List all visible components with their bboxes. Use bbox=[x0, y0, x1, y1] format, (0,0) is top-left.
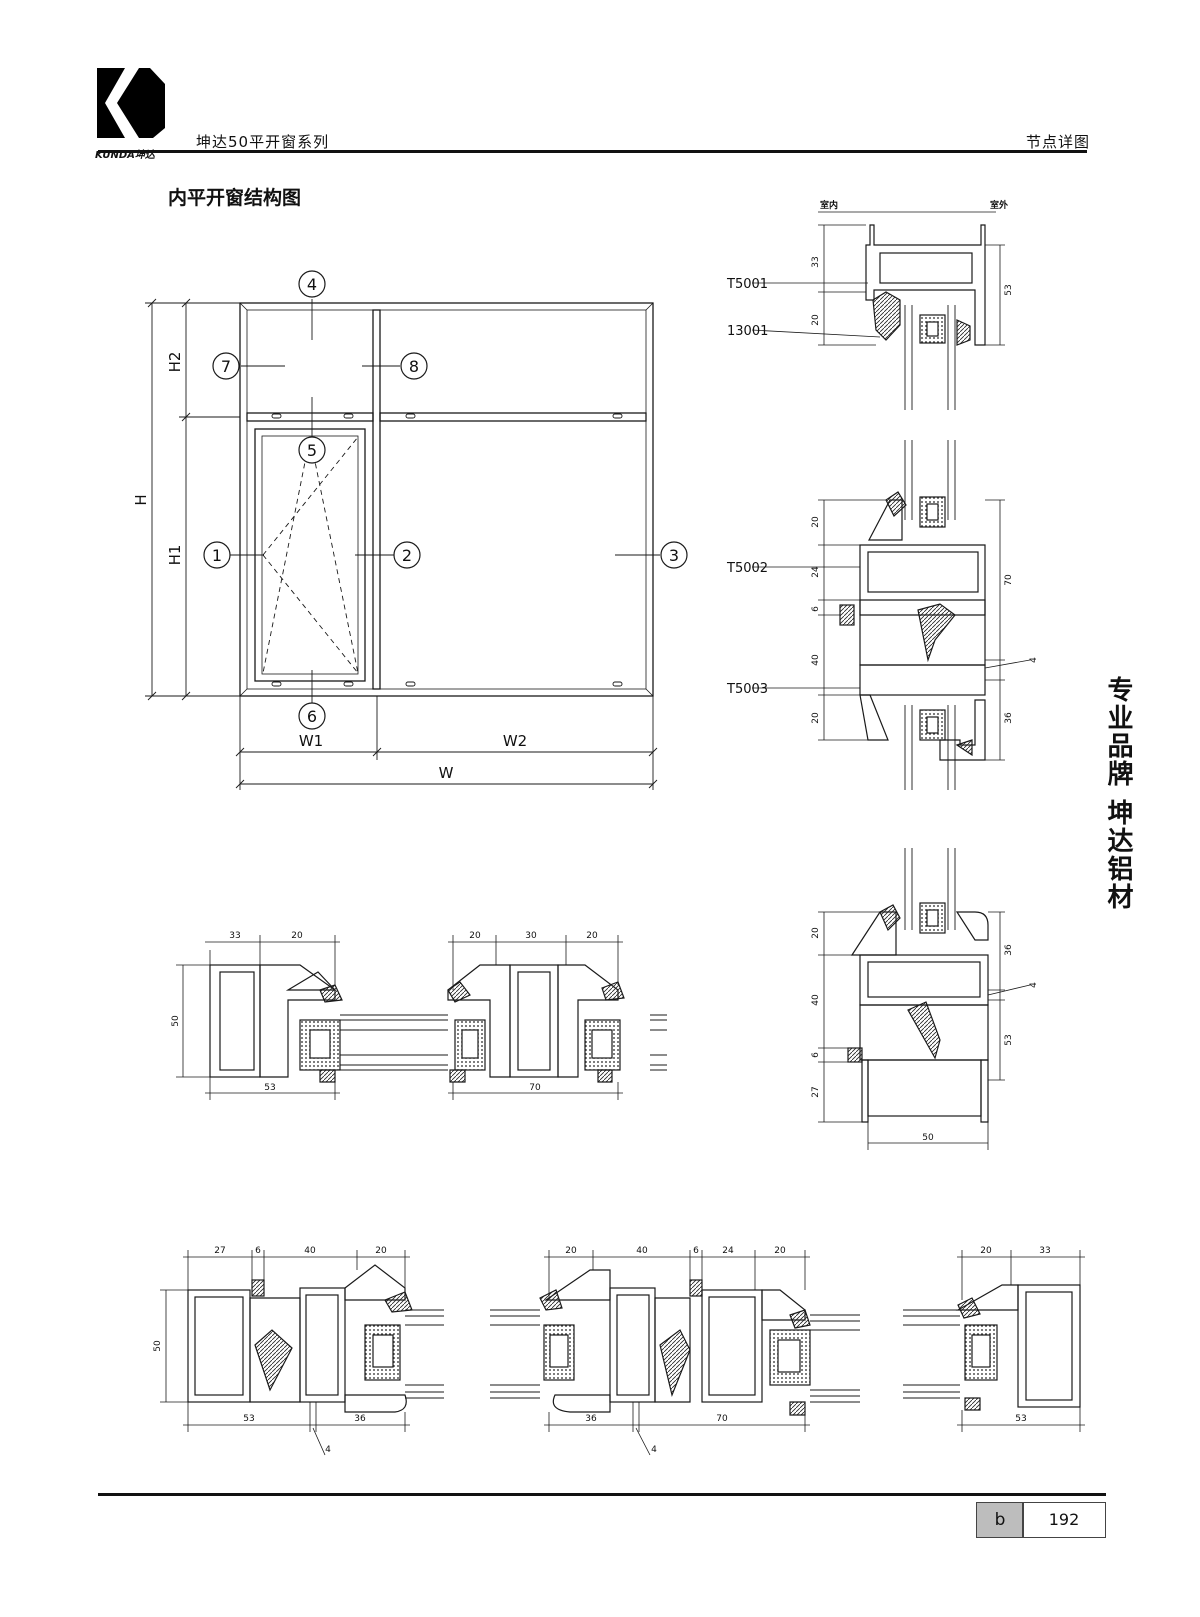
dim-W1: W1 bbox=[299, 732, 323, 750]
callout-label-4: 4 bbox=[307, 275, 317, 294]
dim-bm-24: 24 bbox=[722, 1246, 734, 1256]
dim-bm-40: 40 bbox=[636, 1246, 648, 1256]
dim-mid-6: 6 bbox=[811, 606, 821, 612]
dim-mid-20: 20 bbox=[811, 516, 821, 528]
dim-hl-20: 20 bbox=[291, 931, 303, 941]
dim-bl-53: 53 bbox=[243, 1414, 254, 1424]
dim-hr-20b: 20 bbox=[586, 931, 598, 941]
brand-name: KUNDA坤达 bbox=[95, 150, 155, 161]
dim-bm-20b: 20 bbox=[774, 1246, 786, 1256]
brand-logo: KUNDA坤达 bbox=[95, 66, 167, 161]
dim-bl-20: 20 bbox=[375, 1246, 387, 1256]
callout-label-5: 5 bbox=[307, 441, 317, 460]
opening-indicator bbox=[262, 436, 359, 674]
dim-bl-6: 6 bbox=[255, 1246, 261, 1256]
bottom-section-right bbox=[903, 1250, 1085, 1432]
callout-5 bbox=[298, 436, 326, 464]
page-letter: b bbox=[976, 1502, 1024, 1538]
footer-rule bbox=[98, 1493, 1106, 1496]
dim-hl-33: 33 bbox=[229, 931, 240, 941]
opening-sash bbox=[254, 428, 366, 682]
dim-bl-40: 40 bbox=[304, 1246, 316, 1256]
dim-top-33: 33 bbox=[811, 256, 821, 267]
horizontal-section-left bbox=[176, 935, 398, 1100]
dim-mid-36: 36 bbox=[1004, 712, 1014, 724]
brand-slogan: 专业品牌 坤达铝材 bbox=[1103, 676, 1133, 912]
dim-low-6: 6 bbox=[811, 1052, 821, 1058]
dim-hl-53: 53 bbox=[264, 1083, 275, 1093]
code-t5002: T5002 bbox=[726, 561, 768, 576]
logo-mark bbox=[97, 68, 165, 138]
callout-6 bbox=[298, 702, 326, 730]
dim-bl-50: 50 bbox=[153, 1340, 163, 1352]
dim-bm-70: 70 bbox=[716, 1414, 728, 1424]
callout-label-2: 2 bbox=[402, 546, 412, 565]
page-number: 192 bbox=[1022, 1502, 1106, 1538]
callout-label-8: 8 bbox=[409, 357, 419, 376]
callout-label-3: 3 bbox=[669, 546, 679, 565]
dim-bm-36: 36 bbox=[585, 1414, 597, 1424]
mullion bbox=[372, 309, 381, 690]
vertical-section bbox=[751, 211, 1031, 1150]
dim-bl-4: 4 bbox=[325, 1445, 331, 1455]
dim-H2: H2 bbox=[166, 352, 184, 373]
dim-mid-20b: 20 bbox=[811, 712, 821, 724]
dim-mid-70: 70 bbox=[1004, 574, 1014, 586]
label-interior: 室内 bbox=[820, 199, 838, 211]
callout-label-7: 7 bbox=[221, 357, 231, 376]
callout-label-1: 1 bbox=[212, 546, 222, 565]
bottom-section-left bbox=[160, 1250, 444, 1456]
dim-bm-20a: 20 bbox=[565, 1246, 577, 1256]
transom bbox=[246, 412, 374, 422]
code-t5003: T5003 bbox=[726, 682, 768, 697]
header-rule bbox=[98, 150, 1087, 153]
dim-W: W bbox=[439, 764, 454, 782]
callout-label-6: 6 bbox=[307, 707, 317, 726]
dim-low-36: 36 bbox=[1004, 944, 1014, 956]
dim-bm-6: 6 bbox=[693, 1246, 699, 1256]
dim-br-33: 33 bbox=[1039, 1246, 1050, 1256]
dim-top-20: 20 bbox=[811, 314, 821, 326]
code-13001: 13001 bbox=[727, 324, 768, 339]
dim-mid-40: 40 bbox=[811, 654, 821, 666]
horizontal-section-right bbox=[396, 935, 667, 1100]
dim-W2: W2 bbox=[503, 732, 527, 750]
dim-low-20: 20 bbox=[811, 927, 821, 939]
callout-2 bbox=[393, 541, 421, 569]
dim-low-53: 53 bbox=[1004, 1034, 1014, 1045]
dim-low-40: 40 bbox=[811, 994, 821, 1006]
dim-bm-4: 4 bbox=[651, 1445, 657, 1455]
callout-3 bbox=[660, 541, 688, 569]
series-title: 坤达50平开窗系列 bbox=[196, 133, 330, 151]
dim-low-4: 4 bbox=[1029, 982, 1039, 988]
elevation-callouts bbox=[203, 270, 688, 730]
dim-low-50: 50 bbox=[922, 1133, 934, 1143]
code-t5001: T5001 bbox=[726, 277, 768, 292]
dim-br-20: 20 bbox=[980, 1246, 992, 1256]
dim-mid-4: 4 bbox=[1029, 657, 1039, 663]
dim-top-53: 53 bbox=[1004, 284, 1014, 295]
dim-hr-30: 30 bbox=[525, 931, 537, 941]
window-elevation bbox=[145, 298, 660, 790]
dim-br-53: 53 bbox=[1015, 1414, 1026, 1424]
dim-H1: H1 bbox=[166, 545, 184, 566]
callout-7 bbox=[212, 352, 240, 380]
callout-1 bbox=[203, 541, 231, 569]
dim-bl-36: 36 bbox=[354, 1414, 366, 1424]
outer-frame bbox=[239, 302, 654, 697]
bottom-section-mid bbox=[490, 1250, 860, 1456]
dim-hr-20a: 20 bbox=[469, 931, 481, 941]
callout-4 bbox=[298, 270, 326, 298]
dim-H: H bbox=[132, 494, 150, 505]
dim-hr-70: 70 bbox=[529, 1083, 541, 1093]
dim-low-27: 27 bbox=[811, 1086, 821, 1097]
dim-bl-27: 27 bbox=[214, 1246, 225, 1256]
diagram-title: 内平开窗结构图 bbox=[168, 187, 302, 209]
dim-mid-24: 24 bbox=[811, 566, 821, 578]
section-title: 节点详图 bbox=[1025, 133, 1090, 151]
callout-8 bbox=[400, 352, 428, 380]
dim-hl-50: 50 bbox=[171, 1015, 181, 1027]
label-exterior: 室外 bbox=[990, 199, 1008, 211]
